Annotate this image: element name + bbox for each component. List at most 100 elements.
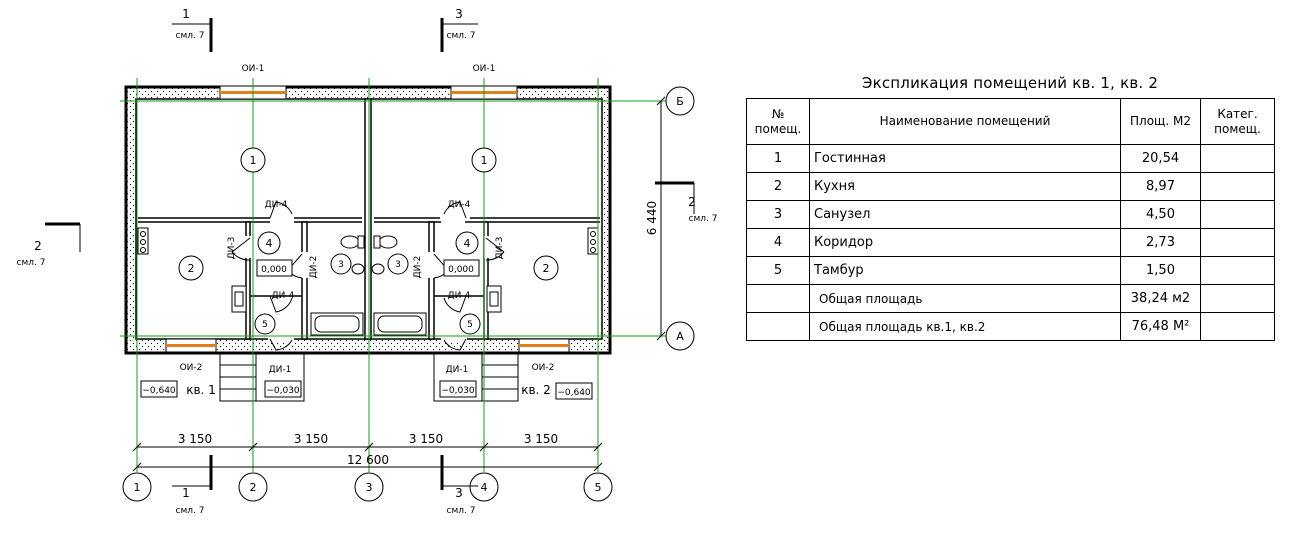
dim-span-4: 3 150 bbox=[524, 432, 558, 446]
row-cat bbox=[1200, 256, 1275, 285]
unit-label-2: кв. 2 bbox=[521, 383, 551, 397]
section-2-right-num: 2 bbox=[688, 195, 696, 209]
row-num bbox=[746, 312, 810, 341]
room-3-right: 3 bbox=[395, 260, 401, 270]
door-label-di4-2: ДИ-4 bbox=[448, 200, 471, 210]
section-1-top-sheet: смл. 7 bbox=[176, 31, 205, 41]
row-num: 4 bbox=[746, 228, 810, 257]
total-name: Общая площадь кв.1, кв.2 bbox=[809, 312, 1121, 341]
door-label-di3-right: ДИ-3 bbox=[495, 237, 505, 260]
level-boxes bbox=[140, 259, 593, 400]
axis-label-b: Б bbox=[676, 95, 684, 108]
section-2-right-sheet: смл. 7 bbox=[689, 214, 718, 224]
window-label-oi2-right: ОИ-2 bbox=[532, 363, 555, 373]
section-1-top-num: 1 bbox=[182, 7, 190, 21]
total-row: Общая площадь кв.1, кв.2 76,48 М² bbox=[746, 312, 1275, 341]
level-floor-left: 0,000 bbox=[261, 265, 287, 275]
header-num: № помещ. bbox=[746, 98, 810, 145]
row-name: Кухня bbox=[809, 172, 1121, 201]
door-label-di4-4: ДИ-4 bbox=[448, 291, 471, 301]
section-2-left-sheet: смл. 7 bbox=[17, 258, 46, 268]
room-2-right: 2 bbox=[543, 262, 550, 275]
table-row: 2 Кухня 8,97 bbox=[746, 172, 1275, 201]
room-4-right: 4 bbox=[464, 237, 471, 250]
level-ground-right: −0,640 bbox=[557, 388, 591, 398]
unit-label-1: кв. 1 bbox=[186, 383, 216, 397]
total-row: Общая площадь 38,24 м2 bbox=[746, 284, 1275, 313]
level-porch-right: −0,030 bbox=[441, 386, 475, 396]
dimension-lines bbox=[132, 96, 666, 472]
axis-label-1: 1 bbox=[134, 481, 141, 494]
room-1-left: 1 bbox=[250, 154, 257, 167]
table-row: 1 Гостинная 20,54 bbox=[746, 144, 1275, 173]
dim-total: 12 600 bbox=[347, 453, 389, 467]
level-porch-left: −0,030 bbox=[266, 386, 300, 396]
row-cat bbox=[1200, 144, 1275, 173]
window-label-oi2-left: ОИ-2 bbox=[180, 363, 203, 373]
door-label-di1-left: ДИ-1 bbox=[269, 365, 292, 375]
door-label-di1-right: ДИ-1 bbox=[446, 365, 469, 375]
row-num: 5 bbox=[746, 256, 810, 285]
dim-span-1: 3 150 bbox=[178, 432, 212, 446]
dim-span-2: 3 150 bbox=[294, 432, 328, 446]
section-3-bottom-num: 3 bbox=[455, 486, 463, 500]
room-3-left: 3 bbox=[338, 260, 344, 270]
row-num: 1 bbox=[746, 144, 810, 173]
door-label-di2-right: ДИ-2 bbox=[413, 256, 423, 279]
room-2-left: 2 bbox=[188, 262, 195, 275]
table-row: 5 Тамбур 1,50 bbox=[746, 256, 1275, 285]
row-area: 4,50 bbox=[1120, 200, 1201, 229]
row-cat bbox=[1200, 172, 1275, 201]
room-5-right: 5 bbox=[467, 320, 473, 330]
door-label-di3-left: ДИ-3 bbox=[227, 237, 237, 260]
section-1-bottom-sheet: смл. 7 bbox=[176, 506, 205, 516]
explication-table: № помещ. Наименование помещений Площ. М2… bbox=[746, 98, 1275, 341]
floor-plan-drawing: 3 150 3 150 3 150 3 150 12 600 6 440 Б А… bbox=[17, 7, 718, 516]
window-label-oi1-left: ОИ-1 bbox=[242, 64, 265, 74]
row-name: Санузел bbox=[809, 200, 1121, 229]
header-name: Наименование помещений bbox=[809, 98, 1121, 145]
row-name: Гостинная bbox=[809, 144, 1121, 173]
level-floor-right: 0,000 bbox=[448, 265, 474, 275]
door-label-di4-1: ДИ-4 bbox=[265, 200, 288, 210]
explication-title: Экспликация помещений кв. 1, кв. 2 bbox=[861, 74, 1159, 92]
axis-markers bbox=[122, 86, 695, 502]
room-4-left: 4 bbox=[266, 237, 273, 250]
room-1-right: 1 bbox=[481, 154, 488, 167]
section-3-top-sheet: смл. 7 bbox=[447, 31, 476, 41]
table-row: 4 Коридор 2,73 bbox=[746, 228, 1275, 257]
header-cat-text: Катег. помещ. bbox=[1214, 106, 1261, 136]
row-name: Тамбур bbox=[809, 256, 1121, 285]
window-label-oi1-right: ОИ-1 bbox=[473, 64, 496, 74]
doors bbox=[228, 201, 508, 351]
row-cat bbox=[1200, 228, 1275, 257]
row-area: 8,97 bbox=[1120, 172, 1201, 201]
total-name: Общая площадь bbox=[809, 284, 1121, 313]
table-header-row: № помещ. Наименование помещений Площ. М2… bbox=[746, 98, 1275, 145]
row-num: 3 bbox=[746, 200, 810, 229]
dim-height: 6 440 bbox=[645, 201, 659, 235]
axis-label-3: 3 bbox=[366, 481, 373, 494]
header-num-text: № помещ. bbox=[754, 106, 802, 136]
row-cat bbox=[1200, 200, 1275, 229]
row-area: 2,73 bbox=[1120, 228, 1201, 257]
section-3-top-num: 3 bbox=[455, 7, 463, 21]
row-num: 2 bbox=[746, 172, 810, 201]
door-label-di2-left: ДИ-2 bbox=[309, 256, 319, 279]
row-area: 20,54 bbox=[1120, 144, 1201, 173]
row-area: 1,50 bbox=[1120, 256, 1201, 285]
total-area: 76,48 М² bbox=[1120, 312, 1201, 341]
level-ground-left: −0,640 bbox=[142, 386, 176, 396]
table-row: 3 Санузел 4,50 bbox=[746, 200, 1275, 229]
axis-label-2: 2 bbox=[250, 481, 257, 494]
section-3-bottom-sheet: смл. 7 bbox=[447, 506, 476, 516]
header-cat: Катег. помещ. bbox=[1200, 98, 1275, 145]
row-name: Коридор bbox=[809, 228, 1121, 257]
axis-label-4: 4 bbox=[481, 481, 488, 494]
axis-label-a: А bbox=[676, 330, 684, 343]
grid-lines bbox=[120, 78, 668, 472]
section-1-bottom-num: 1 bbox=[182, 486, 190, 500]
total-area: 38,24 м2 bbox=[1120, 284, 1201, 313]
axis-label-5: 5 bbox=[595, 481, 602, 494]
interior-walls bbox=[138, 98, 600, 340]
